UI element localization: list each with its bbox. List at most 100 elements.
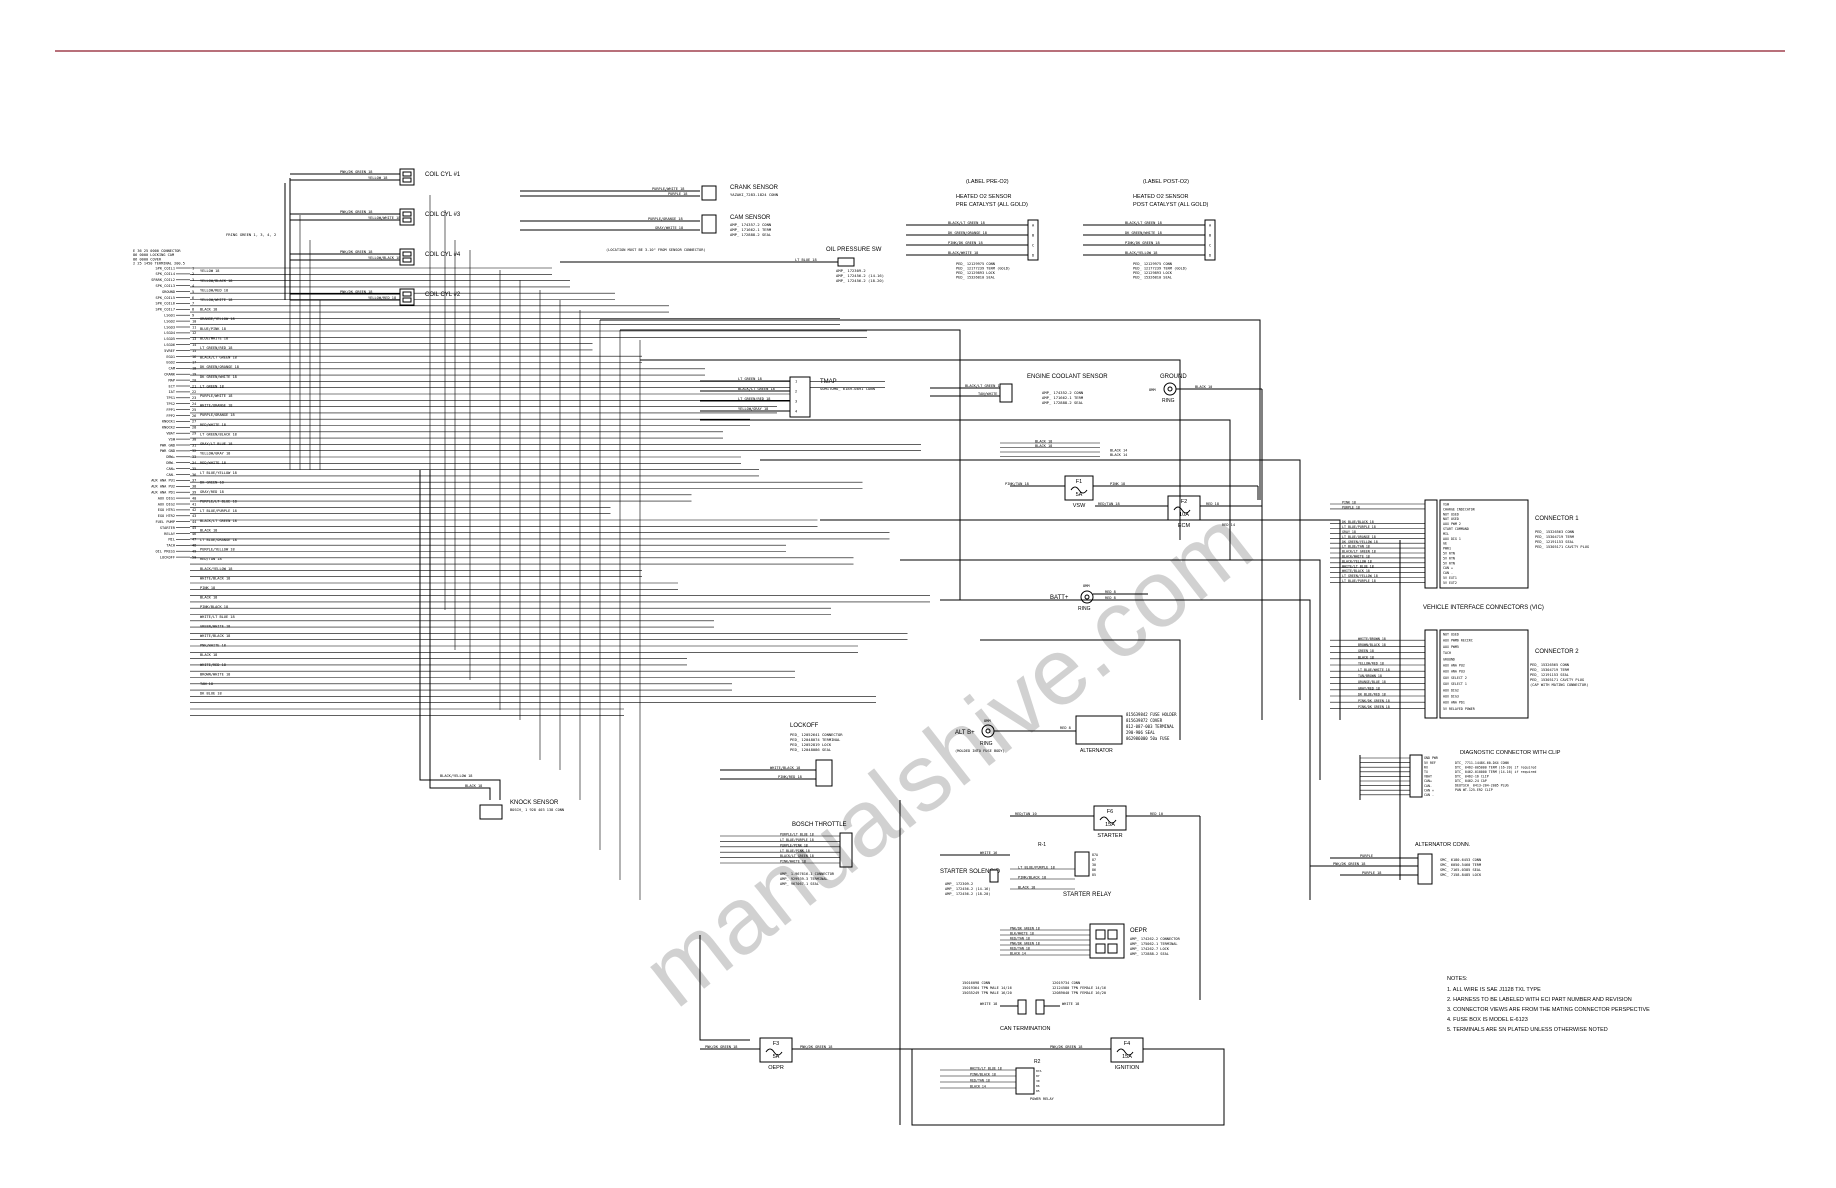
wire: [700, 419, 1231, 560]
ecm-pin-number: 47: [192, 538, 196, 542]
connector-1-wire: LT BLUE/ORANGE 18: [1342, 535, 1376, 539]
throttle-wire: BLACK/LT GREEN 18: [780, 854, 814, 858]
connector-2-wire: PINK/DK GREEN 18: [1358, 699, 1390, 703]
alt-conn-wire: PURPLE 18: [1362, 871, 1381, 875]
fuse-symbol: [1116, 1048, 1134, 1056]
ecm-pin-name: LSGO6: [164, 343, 175, 347]
solenoid-label: STARTER SOLENOID: [940, 869, 1001, 875]
o2-part: PED_ 12129975 CONN: [956, 262, 995, 266]
can-term-part: 15019364 TPN MALE 14/16: [962, 986, 1012, 990]
alt-ring: RING: [980, 741, 993, 747]
ground-wire: BLACK 14: [1110, 453, 1127, 457]
crank-wire: PURPLE/WHITE 18: [652, 187, 684, 191]
fuse-body: [1167, 495, 1201, 521]
diag-part: PAN WT.125.ER2 CLIP: [1455, 788, 1493, 792]
power-relay-ref: R2: [1034, 1059, 1041, 1065]
power-relay-body: [1015, 1067, 1035, 1095]
can-term-part: 15016098 CONN: [962, 981, 990, 985]
o2-label: HEATED O2 SENSOR: [1133, 194, 1189, 200]
fuse-label: ECM: [1178, 523, 1191, 529]
ecm-wire-label: WHITE/ORANGE 18: [200, 404, 232, 408]
wire: [980, 639, 1181, 740]
connector-2-pin: GOV SELECT 2: [1443, 676, 1467, 680]
tmap-part: SUMITOMO_ 6189-0891 CONN: [820, 386, 876, 391]
connector-1-pin: START COMMAND: [1443, 527, 1469, 531]
alt-conn-wire: PURPLE: [1360, 854, 1373, 858]
ecm-pin-number: 14: [192, 343, 196, 347]
coil-label: COIL CYL #3: [425, 212, 461, 218]
notes-item: 5. TERMINALS ARE SN PLATED UNLESS OTHERW…: [1447, 1027, 1608, 1033]
o2-wire: PINK/DK GREEN 18: [1125, 241, 1160, 245]
connector-1-pin: AUX PWM 2: [1443, 522, 1461, 526]
ecm-pin-number: 48: [192, 544, 196, 548]
ecm-pin-number: 8: [192, 308, 194, 312]
ecm-wire-label: YELLOW/RED 18: [200, 288, 228, 292]
batt-wire: RED 8: [1105, 590, 1116, 594]
watermark: manualshive.com: [624, 489, 1272, 1028]
connector-2-wire: TAN/BROWN 18: [1358, 674, 1382, 678]
ecm-pin-number: 26: [192, 414, 196, 418]
fuse-block-part: 290-906 SEAL: [1126, 730, 1155, 735]
connector-2-pin: AUX ANA PD1: [1443, 701, 1465, 705]
starter-relay-pin: 87A: [1092, 853, 1098, 857]
diag-connector-body: [1409, 754, 1423, 798]
alt-label: ALT B+: [955, 730, 975, 736]
o2-wire: DK GREEN/WHITE 18: [1125, 231, 1162, 235]
can-term-part: 15035249 TPN MALE 16/20: [962, 991, 1012, 995]
ecm-wire-label: DK GREEN/WHITE 18: [200, 375, 237, 379]
cam-part: AMP_ 171662-1 TERM: [730, 227, 772, 232]
ecm-pin-name: KNOCK2: [162, 426, 175, 430]
ecm-wire-label: LT BLUE/ORANGE 18: [200, 538, 237, 542]
solenoid-body: [989, 869, 999, 883]
fuse-block-part: 812-087-003 TERMINAL: [1126, 724, 1175, 729]
ecm-pin-name: LSGO4: [164, 331, 175, 335]
ecm-pin-name: SPK_COIL7: [156, 308, 175, 312]
crank-connector: [701, 185, 717, 201]
alt-conn-wire: PNK/DK GREEN 18: [1333, 862, 1365, 866]
ground-size: 8MM: [1149, 388, 1156, 392]
alternator-ring: ALT B+RING(MOLDED INTO FUSE BODY)8MMRED …: [955, 719, 1076, 753]
batt-hole: [1084, 594, 1090, 600]
connector-1-body: [1424, 499, 1438, 589]
ecm-wire-label: WHITE/LT BLUE 18: [200, 615, 235, 619]
ecm-wire-label: BLUE/PINK 18: [200, 327, 226, 331]
coil-pin: [402, 217, 412, 223]
ecm-wire-label: GRAY/LT BLUE 18: [200, 442, 232, 446]
oepr-connector: [1089, 923, 1125, 959]
relay-ref: R-1: [1038, 842, 1046, 848]
solenoid-wire: WHITE 16: [980, 851, 997, 855]
ecm-pin-number: 42: [192, 508, 196, 512]
connector-1-wire: WHITE/BLACK 18: [1342, 569, 1370, 573]
connector-1-part: PED_ 15304719 TERM: [1535, 535, 1575, 539]
wire: [911, 1048, 1225, 1126]
throttle-wire: PINK/WHITE 18: [780, 860, 806, 864]
ect-wire: TAN/WHITE 18: [978, 392, 1004, 396]
ecm-pin-number: 10: [192, 319, 196, 323]
oepr-wire: BLACK 14: [1010, 952, 1026, 956]
connector-2-pin: 5V RELAYED POWER: [1443, 707, 1475, 711]
coil-pin: [402, 291, 412, 297]
fuse-body: [1093, 805, 1127, 831]
batt-size: 8MM: [1083, 584, 1090, 588]
starter-relay-pin: 30: [1092, 863, 1096, 867]
ground-wire: BLACK 10: [1195, 385, 1212, 389]
connector-1-wire: PURPLE 18: [1342, 506, 1360, 510]
connector-1-wire: GRAY 18: [1342, 530, 1356, 534]
ecm-wire-label: PINK/BLACK 18: [200, 605, 228, 609]
can-term-part: 12019734 CONN: [1052, 981, 1080, 985]
ecm-pin-name: LSGO1: [164, 314, 175, 318]
relay-wire: PINK/BLACK 18: [1018, 876, 1046, 880]
ecm-wire-label: PURPLE/WHITE 18: [200, 394, 232, 398]
o2-label: HEATED O2 SENSOR: [956, 194, 1012, 200]
coil-pin: [402, 251, 412, 257]
coil-connector: [399, 208, 415, 226]
connector-1-pin: AUX DIG 1: [1443, 537, 1461, 541]
ecm-wire-label: BLACK/LT GREEN 18: [200, 519, 237, 523]
connector-1-pin: 5V RTN: [1443, 556, 1455, 560]
coil-wire-label: PNK/DK GREEN 18: [340, 170, 372, 174]
wire: [620, 329, 961, 600]
